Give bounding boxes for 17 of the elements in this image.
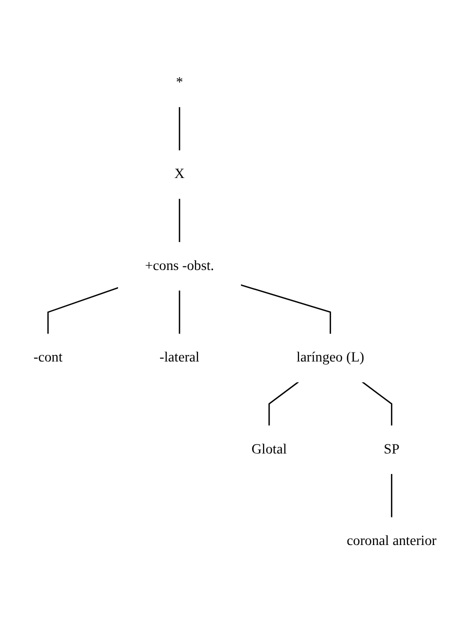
node-text: X [174, 166, 185, 182]
node-text: laríngeo (L) [296, 350, 364, 366]
connector [178, 107, 180, 152]
node-text: * [176, 75, 184, 90]
node-text: Glotal [251, 442, 287, 458]
node-text: coronal anterior [346, 534, 436, 549]
connector [178, 290, 180, 335]
connector [268, 382, 299, 426]
connector [47, 287, 119, 335]
node-text: -lateral [160, 350, 200, 366]
connector [362, 382, 392, 426]
connector [390, 474, 392, 518]
node-text: SP [384, 442, 400, 458]
connector [240, 284, 332, 335]
node-text: -cont [34, 350, 63, 366]
node-text: +cons -obst. [144, 258, 214, 274]
connector [178, 198, 180, 243]
